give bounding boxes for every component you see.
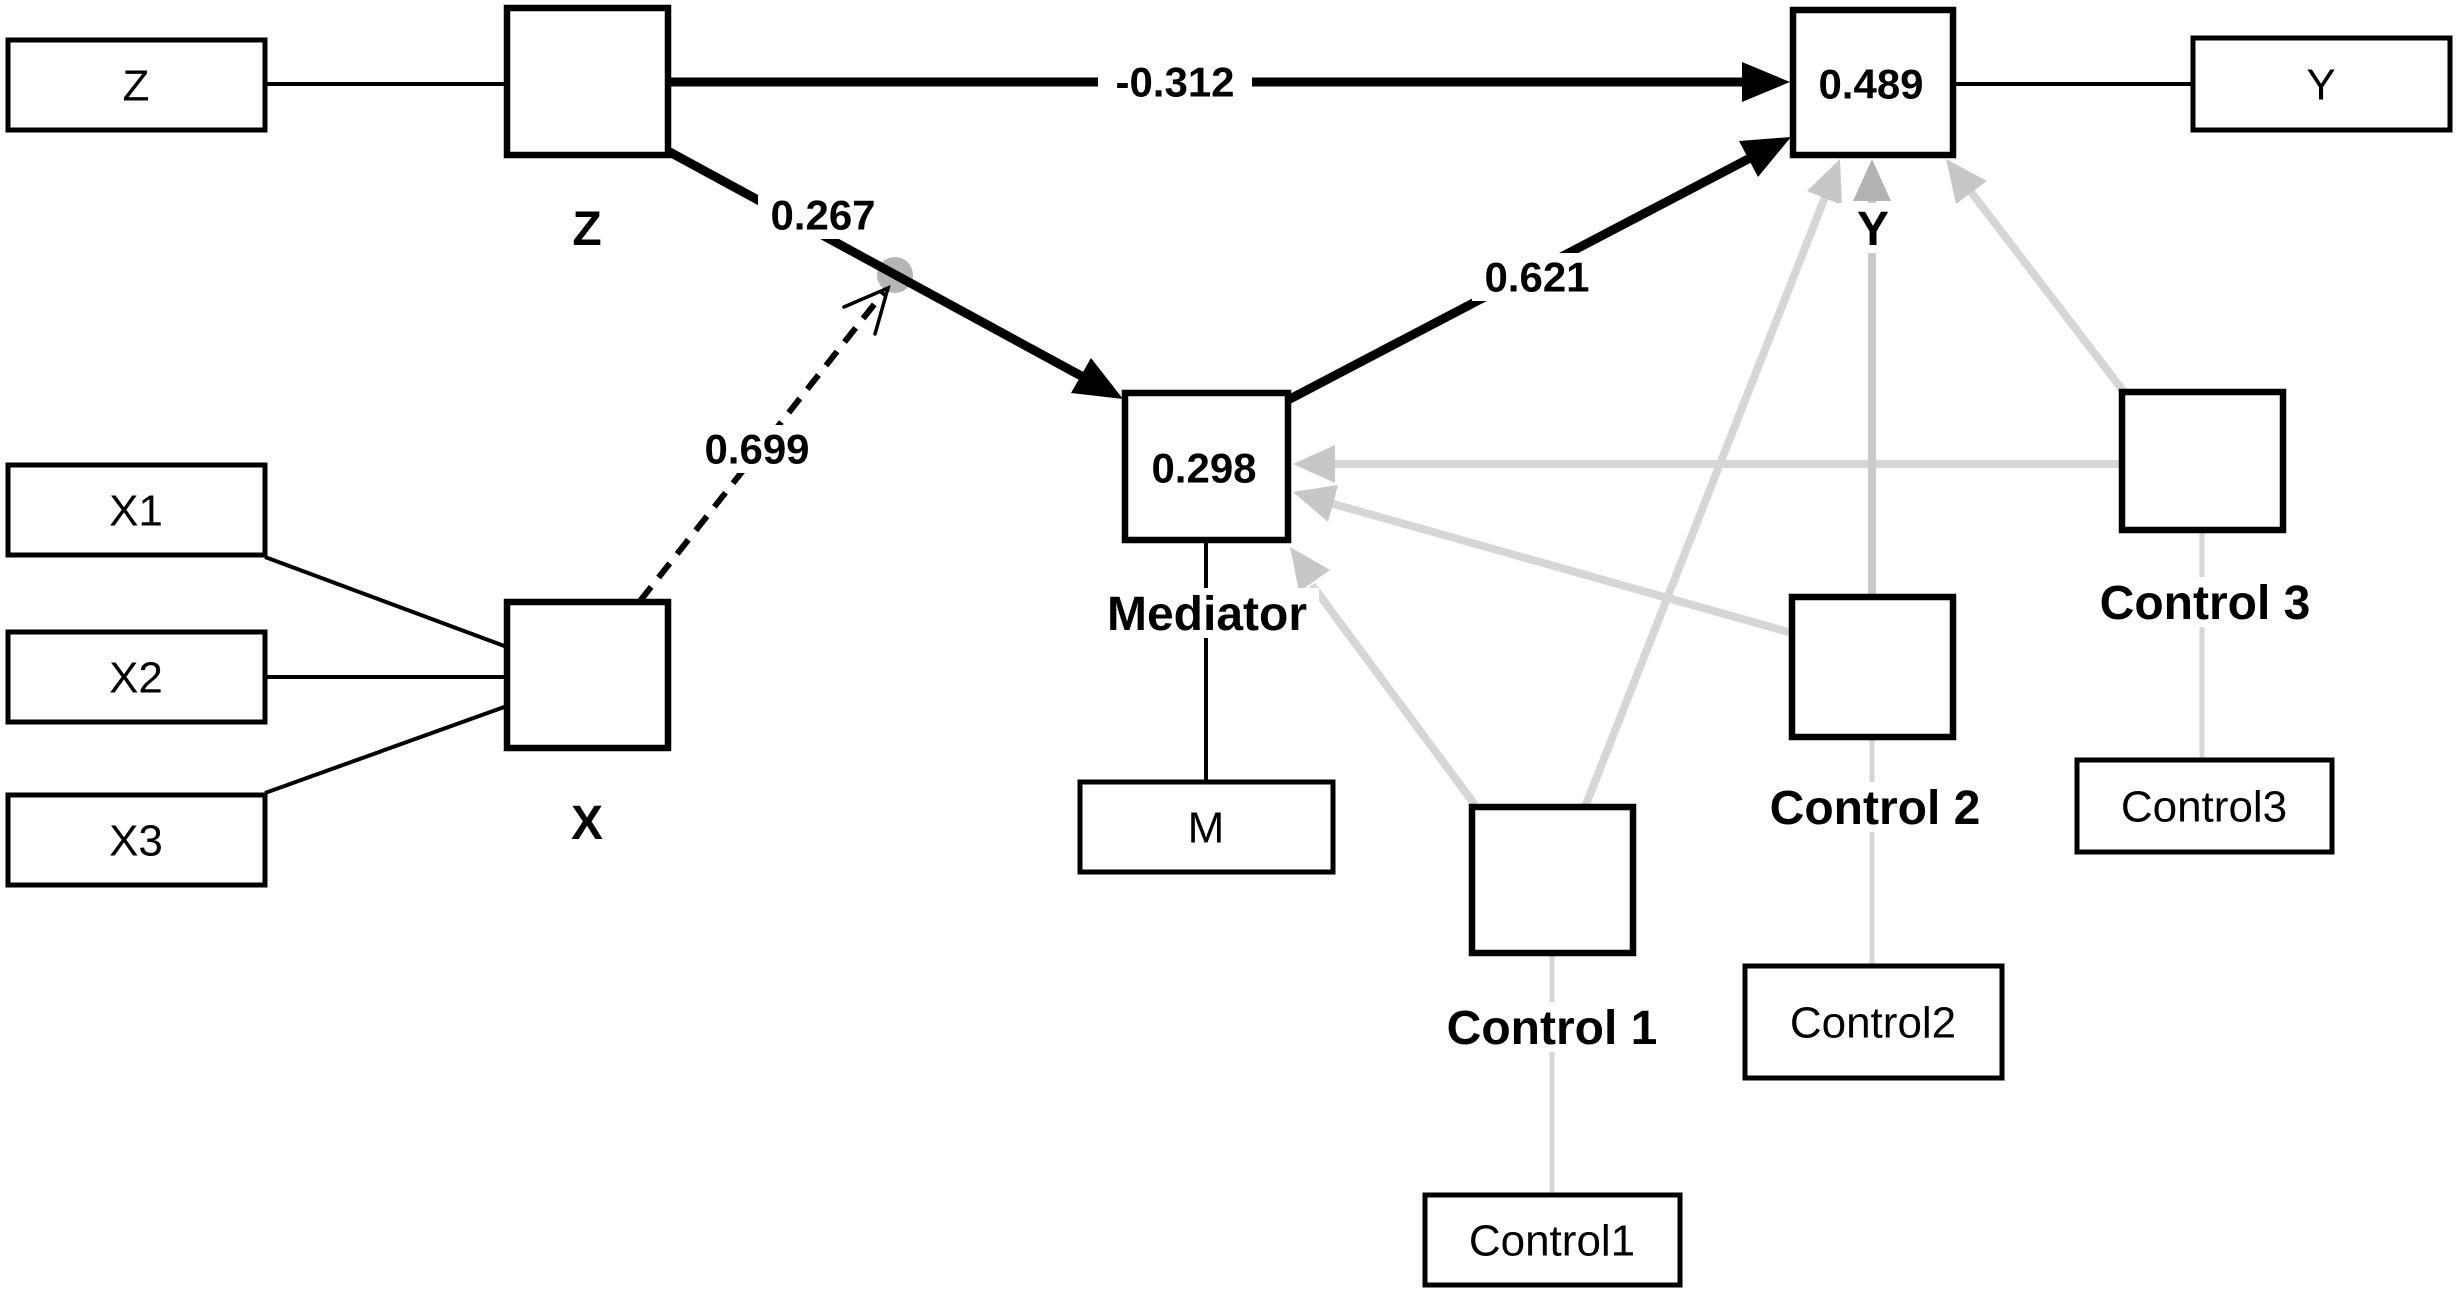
indicator-label-z: Z: [123, 61, 150, 110]
latent-box-z: [503, 4, 672, 159]
measurement-lines: [264, 82, 2193, 795]
indicator-label-x2: X2: [109, 653, 163, 702]
latent-label-control2: Control 2: [1770, 782, 1981, 835]
latent-box-mediator: [1121, 389, 1292, 544]
value-y-rsquared: 0.489: [1818, 61, 1923, 108]
label-bg-mediator: [1095, 588, 1319, 638]
arrowhead-control1-to-mediator: [1290, 547, 1330, 592]
latent-box-x: [503, 598, 672, 752]
latent-label-control1: Control 1: [1447, 1002, 1658, 1055]
indicator-box-control2: [1742, 963, 2005, 1081]
value-mediator-rsquared: 0.298: [1151, 445, 1256, 492]
coef-bg-mediator-to-y: [1472, 253, 1602, 301]
latent-box-control1: [1468, 803, 1637, 957]
indicator-box-m: [1077, 779, 1336, 875]
control-paths: [1290, 159, 2128, 809]
coef-z-to-mediator: 0.267: [770, 192, 875, 239]
indicator-label-y: Y: [2306, 60, 2335, 109]
indicator-box-x3: [5, 792, 268, 888]
indicator-box-control1: [1422, 1192, 1683, 1288]
latent-label-control3: Control 3: [2100, 577, 2311, 630]
indicator-label-control1: Control1: [1469, 1216, 1635, 1265]
control-measurement-lines: [1549, 530, 2205, 1195]
arrowhead-x-moderation-open: [842, 284, 891, 336]
path-control3-to-y: [1964, 185, 2128, 395]
coef-mediator-to-y: 0.621: [1484, 254, 1589, 301]
indicator-label-control2: Control2: [1790, 998, 1956, 1047]
latent-label-x: X: [571, 797, 603, 850]
label-bg-y: [1839, 203, 1907, 253]
label-bg-control2: [1760, 782, 1990, 832]
latent-box-y: [1789, 6, 1957, 159]
path-coefficients: -0.312 0.267 0.699 0.621: [692, 57, 1602, 473]
latent-boxes: [503, 4, 2287, 957]
indicator-label-control3: Control3: [2121, 782, 2287, 831]
indicator-label-x3: X3: [109, 816, 163, 865]
path-control2-to-mediator: [1328, 499, 1794, 637]
arrowhead-control3-to-mediator: [1293, 445, 1335, 483]
latent-labels: Z X Mediator Y Control 1 Control 2 Contr…: [571, 203, 2320, 1055]
latent-values: 0.489 0.298: [1151, 61, 1923, 492]
label-bg-control3: [2090, 577, 2320, 627]
indicator-label-x1: X1: [109, 486, 163, 535]
arrowhead-z-to-mediator: [1071, 358, 1123, 399]
path-control1-to-mediator: [1308, 582, 1479, 808]
arrowhead-control2-to-y: [1853, 159, 1891, 201]
indicator-boxes: [5, 35, 2453, 1288]
path-z-to-mediator: [663, 146, 1088, 382]
latent-box-control2: [1788, 593, 1957, 741]
latent-label-y: Y: [1857, 203, 1889, 256]
coef-bg-z-to-mediator: [758, 191, 888, 239]
coef-bg-x-moderation: [692, 425, 822, 473]
label-bg-control1: [1437, 1002, 1667, 1052]
indicator-box-control3: [2074, 757, 2335, 855]
coef-z-to-y: -0.312: [1115, 59, 1234, 106]
latent-box-control3: [2118, 388, 2287, 534]
indicator-box-x2: [5, 629, 268, 725]
line-x3-indicator: [264, 704, 508, 795]
indicator-box-z: [5, 37, 268, 133]
path-control1-to-y: [1581, 190, 1831, 809]
indicator-label-m: M: [1188, 803, 1225, 852]
arrowhead-z-to-y: [1742, 62, 1790, 102]
arrowhead-control2-to-mediator: [1293, 485, 1338, 522]
indicator-box-y: [2190, 35, 2453, 133]
indicator-box-x1: [5, 462, 268, 558]
coef-x-moderation: 0.699: [704, 426, 809, 473]
arrowhead-control1-to-y: [1807, 159, 1842, 205]
coef-bg-z-to-y: [1098, 57, 1252, 107]
arrowhead-control3-to-y: [1946, 159, 1987, 204]
arrowhead-mediator-to-y: [1739, 137, 1791, 177]
indicator-labels: Z X1 X2 X3 M Y Control1 Control2 Control…: [109, 60, 2336, 1265]
latent-label-z: Z: [572, 203, 601, 256]
line-x1-indicator: [264, 555, 508, 649]
latent-label-mediator: Mediator: [1107, 588, 1307, 641]
